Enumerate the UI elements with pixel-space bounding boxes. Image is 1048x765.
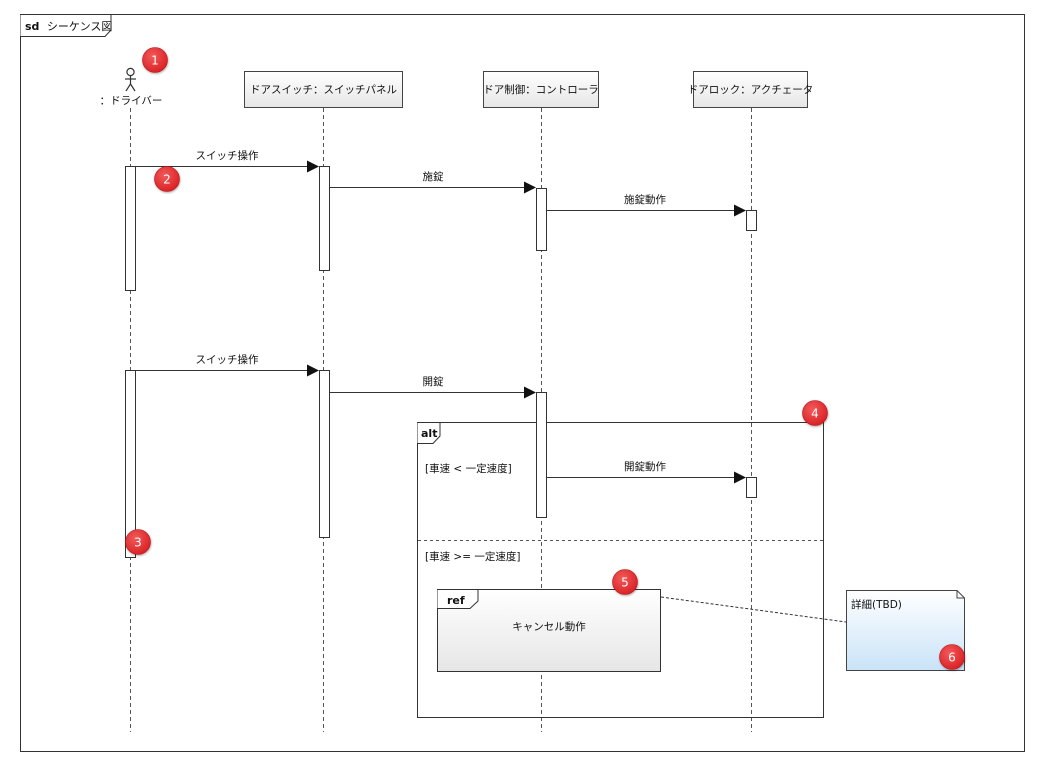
- activation-bar: [746, 210, 757, 231]
- svg-text:sd シーケンス図: sd シーケンス図: [25, 20, 112, 33]
- alt-guard-1: [車速 < 一定速度]: [425, 462, 512, 475]
- message-label: 施錠動作: [624, 193, 666, 206]
- frame-kind: sd: [25, 20, 39, 33]
- lifeline-head-actuator[interactable]: ドアロック：アクチェータ: [688, 71, 813, 108]
- ref-operator-label: ref: [447, 594, 465, 607]
- note-anchor-line: [660, 596, 847, 623]
- message-label: 開錠動作: [624, 460, 666, 473]
- arrowhead-icon: [307, 364, 319, 377]
- arrowhead-icon: [307, 160, 319, 173]
- actor-label: ：ドライバー: [100, 95, 163, 107]
- ref-interaction-use[interactable]: ref キャンセル動作: [437, 589, 661, 672]
- lifeline-head-switch-panel[interactable]: ドアスイッチ：スイッチパネル: [244, 71, 403, 108]
- arrowhead-icon: [734, 204, 746, 217]
- message-lock-action[interactable]: 施錠動作: [547, 193, 746, 217]
- message-unlock-action[interactable]: 開錠動作: [547, 460, 746, 484]
- svg-text:6: 6: [948, 651, 956, 665]
- marker-badge: 2: [154, 166, 180, 192]
- svg-text:5: 5: [621, 576, 629, 590]
- activation-bar: [536, 392, 547, 518]
- alt-guard-2: [車速 >= 一定速度]: [425, 550, 520, 563]
- activation-bar: [125, 166, 136, 291]
- stick-figure-icon: [125, 67, 136, 92]
- svg-text:1: 1: [151, 54, 159, 68]
- arrowhead-icon: [524, 386, 536, 399]
- ref-label: キャンセル動作: [512, 620, 586, 633]
- message-switch-op-1[interactable]: スイッチ操作: [136, 149, 319, 173]
- frame-title: シーケンス図: [47, 20, 112, 33]
- lifeline-label: ドアスイッチ：スイッチパネル: [250, 84, 397, 96]
- activation-bar: [536, 188, 547, 251]
- marker-badges: 1 2 3 4 5 6: [125, 47, 965, 670]
- marker-badge: 1: [142, 47, 168, 73]
- message-switch-op-2[interactable]: スイッチ操作: [136, 353, 319, 377]
- message-label: スイッチ操作: [196, 149, 259, 162]
- message-label: スイッチ操作: [196, 353, 259, 366]
- lifeline-label: ドアロック：アクチェータ: [688, 84, 813, 96]
- activation-bars: [125, 166, 757, 558]
- alt-fragment[interactable]: alt [車速 < 一定速度] [車速 >= 一定速度]: [417, 422, 824, 718]
- note-text: 詳細(TBD): [851, 598, 902, 611]
- arrowhead-icon: [734, 471, 746, 484]
- lifeline-head-controller[interactable]: ドア制御：コントローラ: [483, 71, 599, 108]
- message-label: 施錠: [423, 170, 444, 183]
- note-detail[interactable]: 詳細(TBD): [846, 590, 965, 671]
- svg-text:2: 2: [163, 173, 171, 187]
- alt-operator-label: alt: [421, 427, 437, 440]
- message-lock[interactable]: 施錠: [330, 170, 536, 194]
- actor-driver[interactable]: ：ドライバー: [100, 67, 163, 107]
- activation-bar: [746, 477, 757, 498]
- marker-badge: 6: [939, 644, 965, 670]
- svg-text:3: 3: [134, 536, 142, 550]
- arrowhead-icon: [524, 181, 536, 194]
- message-label: 開錠: [423, 375, 444, 388]
- sequence-frame: sd シーケンス図: [20, 14, 1025, 752]
- marker-badge: 4: [802, 400, 828, 426]
- message-unlock[interactable]: 開錠: [330, 375, 536, 399]
- activation-bar: [319, 166, 330, 271]
- activation-bar: [319, 370, 330, 538]
- activation-bar: [125, 370, 136, 558]
- lifeline-label: ドア制御：コントローラ: [483, 83, 599, 96]
- svg-text:4: 4: [811, 407, 819, 421]
- marker-badge: 5: [612, 569, 638, 595]
- marker-badge: 3: [125, 529, 151, 555]
